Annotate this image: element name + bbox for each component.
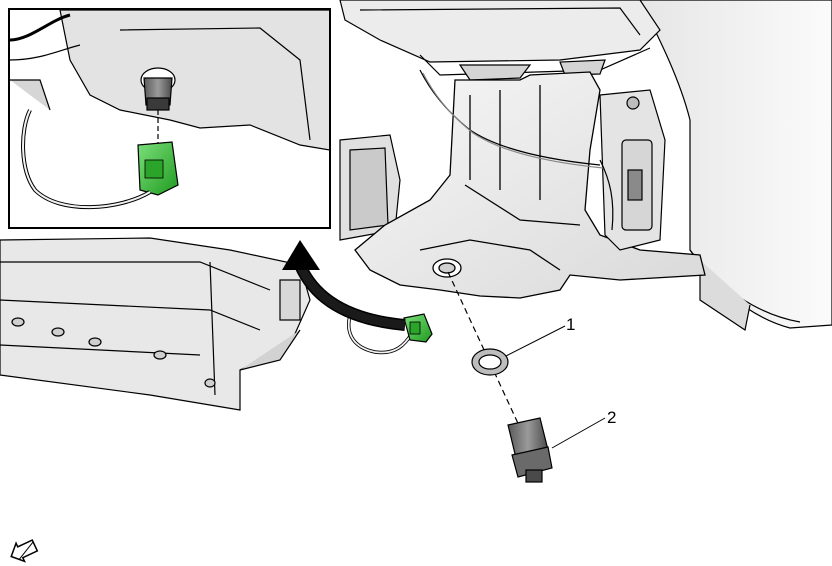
callout-2-leader	[551, 417, 606, 449]
callout-2-label: 2	[607, 408, 616, 427]
washer-pump	[599, 89, 666, 251]
upper-frame	[339, 0, 661, 81]
fender-liner	[639, 0, 832, 331]
callout-2: 2	[551, 408, 616, 449]
callout-1-leader	[505, 325, 566, 357]
inset-detail	[8, 8, 331, 229]
washer-hose	[419, 69, 604, 169]
mount-bracket	[279, 134, 401, 321]
washer-seal	[471, 348, 509, 376]
washer-reservoir	[354, 71, 706, 299]
level-sensor	[507, 417, 553, 483]
removal-direction-arrow	[282, 240, 406, 331]
arrow-icon	[10, 539, 39, 563]
sensor-harness-connector	[347, 313, 433, 355]
callout-1: 1	[505, 315, 575, 357]
bumper-reinforcement	[0, 237, 311, 411]
callout-1-label: 1	[566, 315, 575, 334]
